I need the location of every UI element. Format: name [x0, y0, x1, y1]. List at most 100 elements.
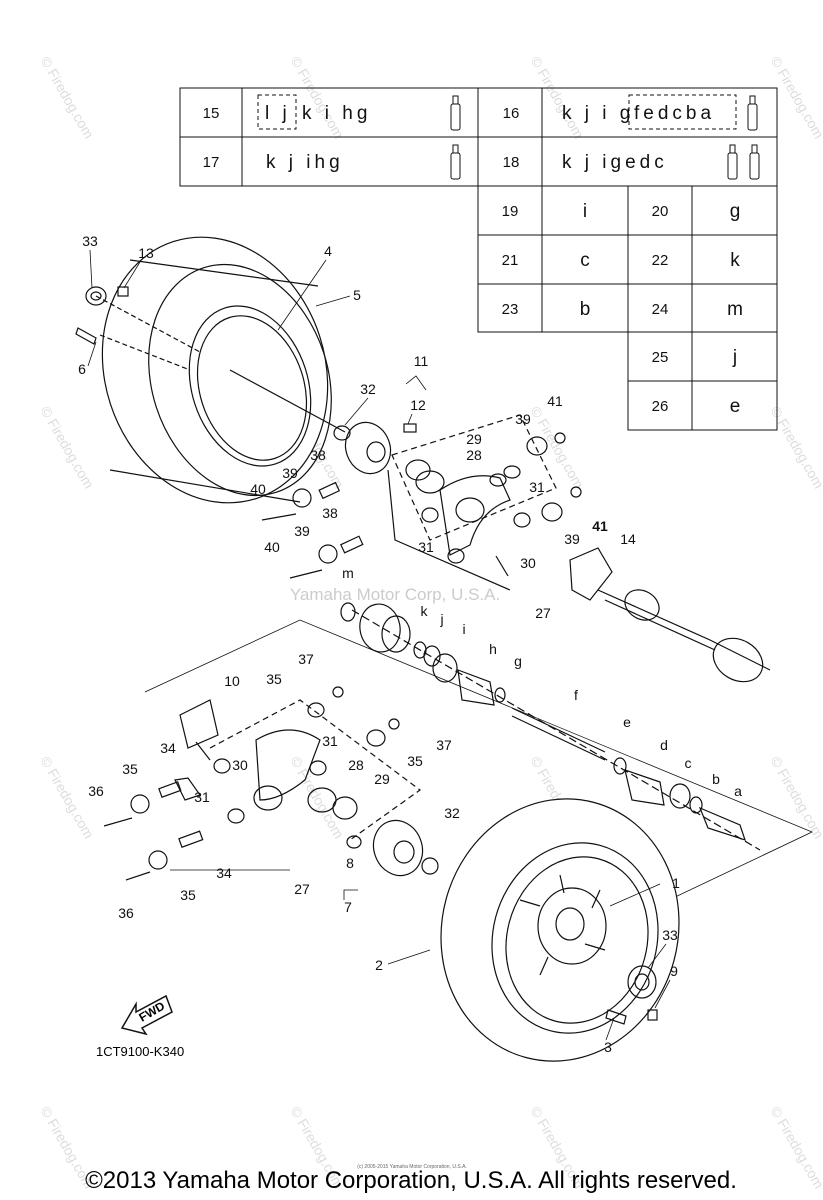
callout-36: 36	[118, 905, 134, 921]
label-c: c	[685, 755, 692, 771]
callout-14: 14	[620, 531, 636, 547]
callout-35: 35	[266, 671, 282, 687]
legend-num-26: 26	[652, 398, 669, 415]
legend-code-15-boxed: l j	[265, 103, 291, 124]
callout-3: 3	[604, 1039, 612, 1055]
legend-letter-25: j	[732, 347, 737, 368]
small-credit: (c) 2005-2015 Yamaha Motor Corporation, …	[357, 1164, 467, 1170]
legend-letter-19: i	[583, 201, 587, 222]
legend-text: 15 l j k i hg 16 k j i g fedcba 17 k j i…	[203, 103, 743, 417]
callout-38: 38	[322, 505, 338, 521]
drawing-reference: 1CT9100-K340	[96, 1044, 184, 1059]
callout-33: 33	[662, 927, 678, 943]
callout-11: 11	[414, 353, 429, 369]
lower-arm-drawing	[103, 686, 422, 881]
legend-num-15: 15	[203, 105, 220, 122]
callout-39: 39	[515, 411, 531, 427]
label-h: h	[489, 641, 497, 657]
center-watermark: Yamaha Motor Corp, U.S.A.	[290, 585, 500, 604]
callout-2: 2	[375, 957, 383, 973]
callout-31: 31	[194, 789, 210, 805]
callout-5: 5	[353, 287, 361, 303]
line-art	[75, 236, 813, 1062]
watermark-site: © Firedog.com	[767, 404, 823, 492]
callout-39: 39	[564, 531, 580, 547]
callout-27: 27	[294, 881, 310, 897]
label-f: f	[574, 687, 578, 703]
legend-table	[179, 87, 778, 431]
grease-tube-icon	[747, 95, 758, 131]
legend-num-20: 20	[652, 203, 669, 220]
callout-29: 29	[374, 771, 390, 787]
callout-31: 31	[322, 733, 338, 749]
label-d: d	[660, 737, 668, 753]
callout-4: 4	[324, 243, 332, 259]
callout-34: 34	[160, 740, 176, 756]
legend-num-23: 23	[502, 301, 519, 318]
watermark-site: © Firedog.com	[287, 754, 347, 842]
lower-wheel-drawing	[440, 798, 680, 1062]
fwd-label: FWD	[137, 999, 168, 1025]
legend-code-15: k i hg	[302, 103, 371, 124]
callout-31: 31	[529, 479, 545, 495]
legend-letter-23: b	[580, 299, 591, 320]
callout-40: 40	[264, 539, 280, 555]
callout-8: 8	[346, 855, 354, 871]
grease-tube-icons	[450, 95, 760, 180]
leader-lines	[87, 249, 671, 1041]
callout-41: 41	[547, 393, 563, 409]
watermark-site: © Firedog.com	[37, 54, 97, 142]
callout-1: 1	[672, 875, 680, 891]
legend-letter-24: m	[727, 299, 743, 320]
label-b: b	[712, 771, 720, 787]
callout-30: 30	[520, 555, 536, 571]
legend-letter-26: e	[730, 396, 741, 417]
callout-32: 32	[360, 381, 376, 397]
legend-letter-22: k	[730, 250, 740, 271]
knuckle-and-axle-drawing	[569, 547, 771, 683]
callout-35: 35	[180, 887, 196, 903]
legend-letter-21: c	[580, 250, 590, 271]
shaft-group-outline	[144, 619, 813, 909]
legend-num-22: 22	[652, 252, 669, 269]
callout-6: 6	[78, 361, 86, 377]
grease-tube-icon	[450, 95, 461, 131]
callout-28: 28	[348, 757, 364, 773]
label-a: a	[734, 783, 742, 799]
legend-num-16: 16	[503, 105, 520, 122]
callout-32: 32	[444, 805, 460, 821]
callout-39: 39	[282, 465, 298, 481]
legend-num-25: 25	[652, 349, 669, 366]
callout-28: 28	[466, 447, 482, 463]
callout-33: 33	[82, 233, 98, 249]
watermark-site: © Firedog.com	[767, 754, 823, 842]
callout-27: 27	[535, 605, 551, 621]
callout-9: 9	[670, 963, 678, 979]
legend-code-18: k j igedc	[562, 152, 668, 173]
upper-arm-drawing	[261, 414, 582, 591]
callout-41: 41	[592, 518, 608, 534]
watermark-site: © Firedog.com	[767, 1104, 823, 1192]
callout-36: 36	[88, 783, 104, 799]
label-i: i	[462, 621, 465, 637]
callout-30: 30	[232, 757, 248, 773]
callout-37: 37	[436, 737, 452, 753]
callout-35: 35	[122, 761, 138, 777]
callout-38: 38	[310, 447, 326, 463]
grease-tube-icon	[450, 144, 461, 180]
legend-num-21: 21	[502, 252, 519, 269]
callout-13: 13	[138, 245, 154, 261]
callout-39: 39	[294, 523, 310, 539]
copyright-footer: ©2013 Yamaha Motor Corporation, U.S.A. A…	[85, 1167, 737, 1194]
watermark-site: © Firedog.com	[37, 404, 97, 492]
watermark-site: © Firedog.com	[527, 54, 587, 142]
legend-letter-20: g	[730, 201, 741, 222]
callout-37: 37	[298, 651, 314, 667]
upper-tire-drawing	[101, 236, 332, 504]
fwd-arrow-icon	[120, 994, 173, 1036]
legend-num-19: 19	[502, 203, 519, 220]
callouts: 33 13 4 5 6 11 32 12 41 39 29 28 38 39 3…	[78, 233, 742, 1055]
label-e: e	[623, 714, 631, 730]
callout-10: 10	[224, 673, 240, 689]
